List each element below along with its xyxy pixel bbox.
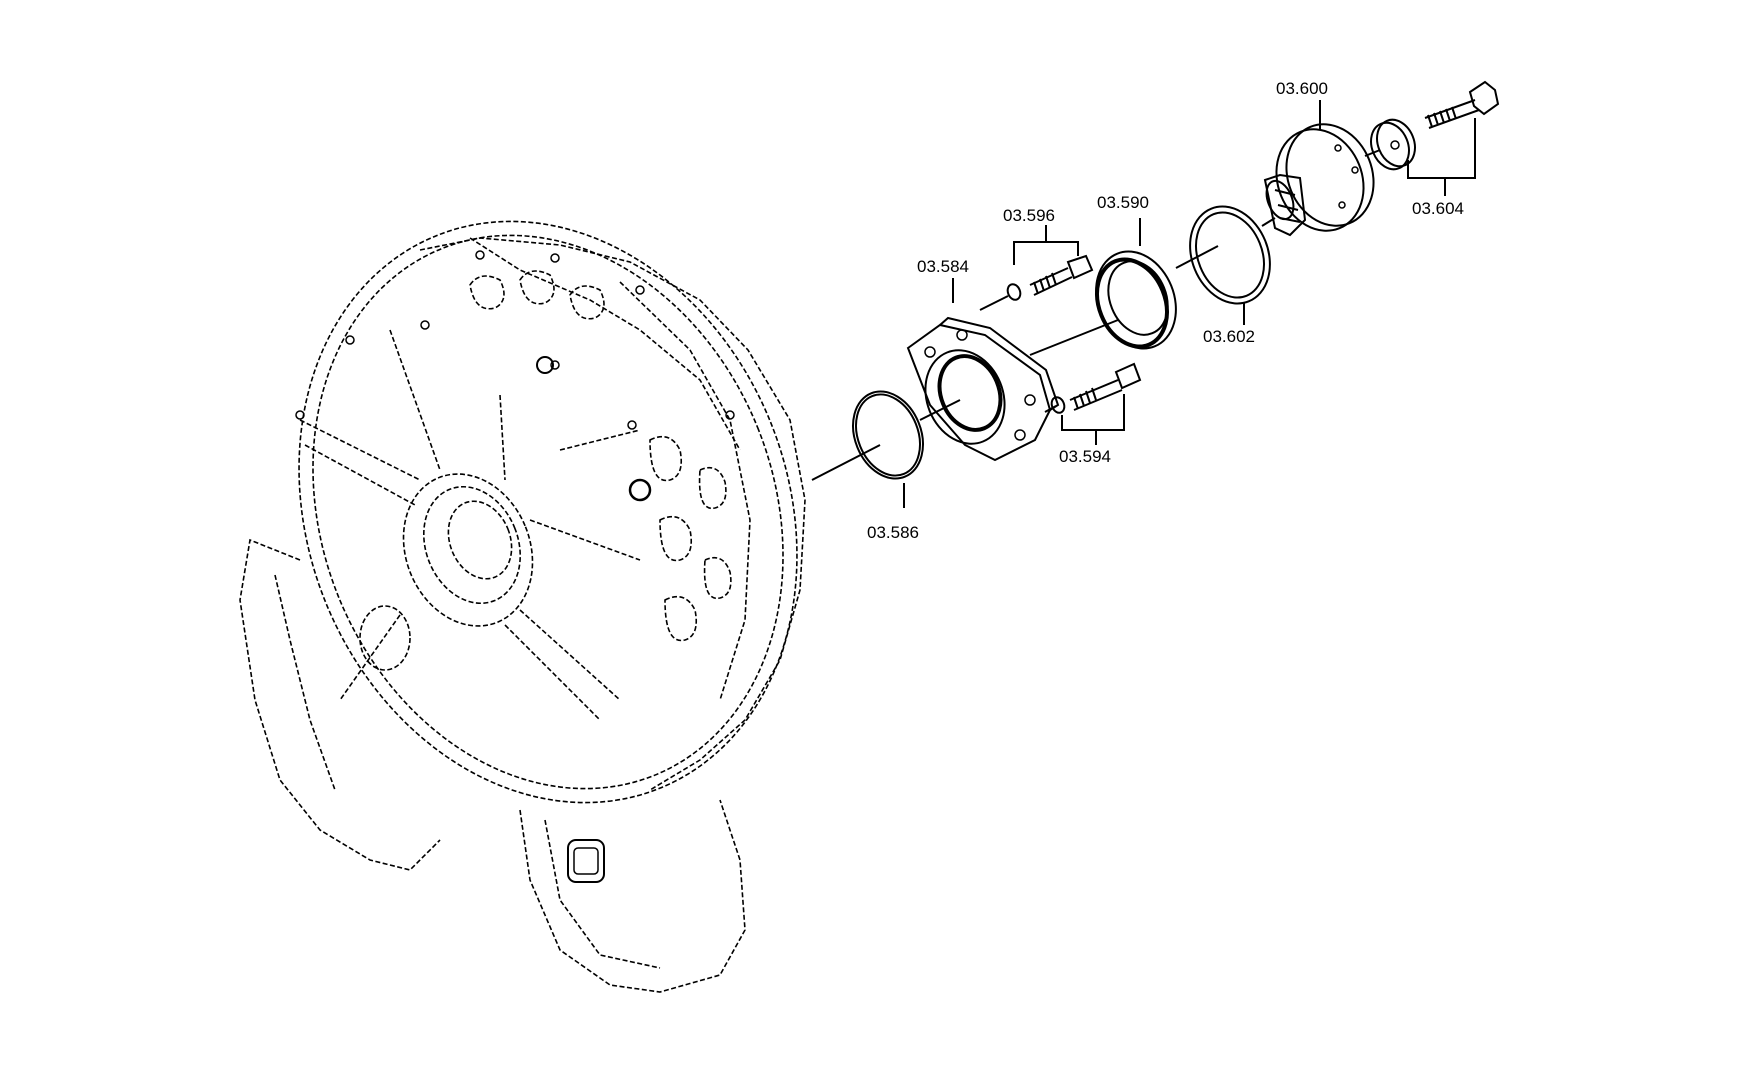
part-03-602-ring xyxy=(1189,205,1271,305)
part-03-584-flange-cover xyxy=(906,316,1060,462)
label-03-594: 03.594 xyxy=(1059,447,1111,466)
transmission-housing xyxy=(239,220,806,993)
label-03-602: 03.602 xyxy=(1203,327,1255,346)
label-03-590: 03.590 xyxy=(1097,193,1149,212)
label-03-604: 03.604 xyxy=(1412,199,1464,218)
part-03-596-screw-washer xyxy=(1006,254,1094,301)
label-03-584: 03.584 xyxy=(917,257,969,276)
part-03-600-output-flange xyxy=(1263,123,1375,237)
assembly-axis xyxy=(811,149,1381,481)
label-03-586: 03.586 xyxy=(867,523,919,542)
label-03-600: 03.600 xyxy=(1276,79,1328,98)
part-03-590-shaft-seal xyxy=(1095,250,1177,350)
part-03-594-screw-washer xyxy=(1050,362,1142,414)
label-leaders xyxy=(903,100,1476,508)
part-03-586-o-ring xyxy=(852,390,924,480)
part-labels: 03.600 03.604 03.596 03.590 03.584 03.60… xyxy=(867,79,1464,542)
label-03-596: 03.596 xyxy=(1003,206,1055,225)
part-03-604-washer-screw xyxy=(1370,80,1500,171)
